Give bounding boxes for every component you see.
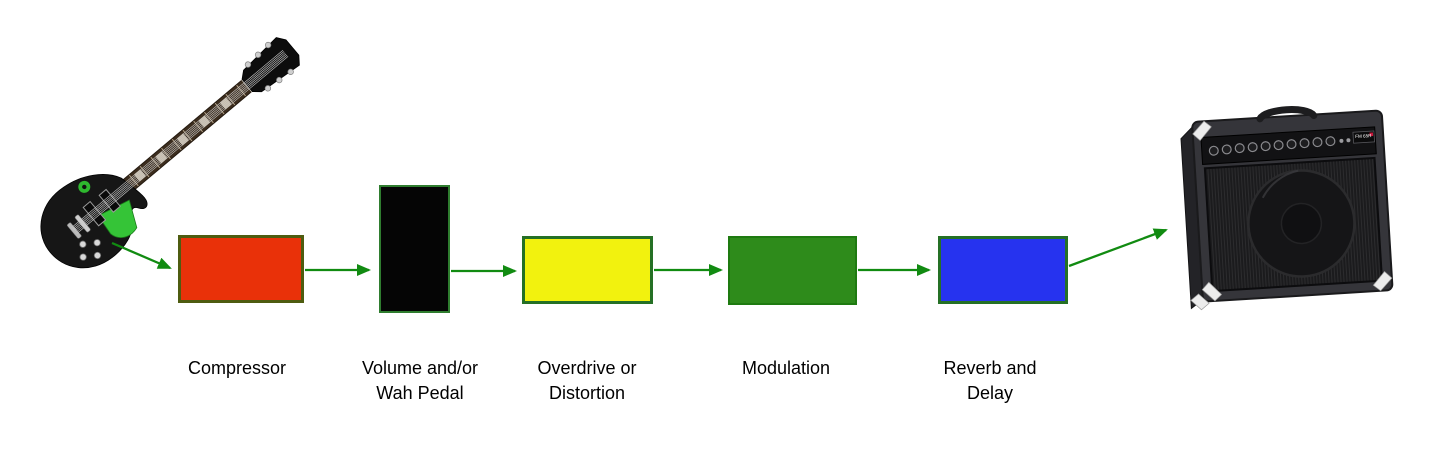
arrow-guitar-to-compressor (111, 241, 172, 270)
node-reverb-delay (938, 236, 1068, 304)
label-modulation: Modulation (676, 356, 896, 381)
guitar-strings (71, 50, 289, 235)
guitar-switch (82, 184, 87, 190)
arrow-reverb-to-amp (1068, 228, 1168, 268)
amp-handle (1256, 106, 1318, 123)
label-line2: Wah Pedal (376, 383, 464, 403)
amp-knobs (1208, 136, 1336, 156)
label-line2: Delay (966, 383, 1014, 403)
label-line1: Volume and/or (361, 358, 479, 378)
flow-arrows (111, 228, 1168, 277)
label-volume-wah-pedal: Volume and/or Wah Pedal (310, 356, 530, 406)
guitar-tailpiece (67, 222, 82, 239)
label-line1: Overdrive or (537, 358, 637, 378)
label-line2: Distortion (548, 383, 626, 403)
label-line1: Compressor (187, 358, 287, 378)
guitar-frets (128, 84, 246, 187)
guitar-bridge (74, 214, 91, 233)
guitar-amp-icon: FM 65R (1180, 106, 1394, 311)
guitar-tuners (244, 41, 294, 92)
amp-badge: FM 65R (1352, 130, 1375, 144)
label-reverb-delay: Reverb and Delay (880, 356, 1100, 406)
node-compressor (178, 235, 304, 303)
amp-badge-label: FM 65R (1355, 133, 1372, 139)
label-line1: Reverb and (943, 358, 1037, 378)
label-compressor: Compressor (127, 356, 347, 381)
guitar-neck-pickup (98, 188, 121, 213)
amp-corner-caps (1190, 120, 1393, 311)
label-overdrive-distortion: Overdrive or Distortion (477, 356, 697, 406)
guitar-knobs (79, 239, 102, 261)
node-volume-wah-pedal (379, 185, 450, 313)
label-line1: Modulation (741, 358, 831, 378)
guitar-bridge-pickup (82, 200, 107, 227)
node-overdrive-distortion (522, 236, 653, 304)
guitar-body (40, 174, 148, 269)
node-modulation (728, 236, 857, 305)
amp-jacks (1339, 138, 1351, 143)
amp-speaker-dustcap (1280, 202, 1323, 245)
guitar-pickguard (97, 199, 138, 238)
amp-speaker-highlight (1261, 169, 1299, 199)
electric-guitar-icon (40, 37, 300, 269)
